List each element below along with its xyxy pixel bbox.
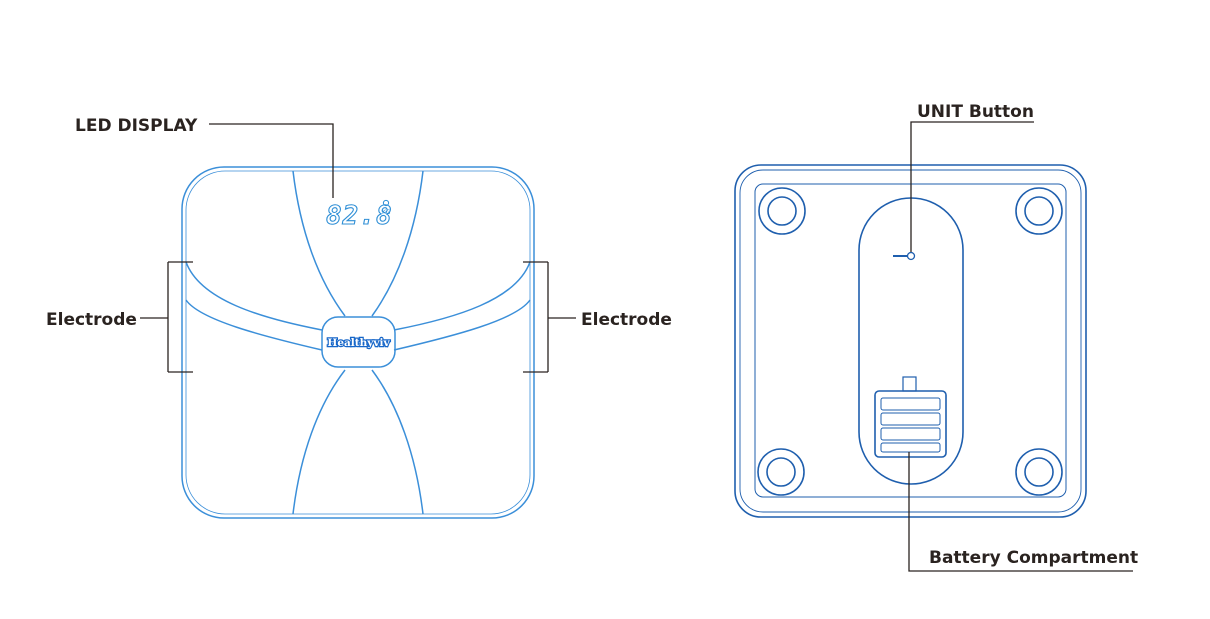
led-display-leader — [209, 123, 334, 198]
battery-cover[interactable] — [874, 390, 947, 458]
unit-button-label: UNIT Button — [917, 102, 1034, 122]
scale-front-view: Healthyviv 82.8 KG — [181, 166, 535, 519]
brand-badge — [321, 316, 396, 368]
callouts-front: LED DISPLAY Electrode Electrode — [46, 116, 672, 373]
battery-compartment-leader — [908, 452, 1133, 572]
unit-button-leader — [910, 121, 1034, 252]
battery-slot-1 — [880, 397, 941, 411]
electrode-right-band — [393, 261, 531, 351]
unit-button[interactable] — [893, 251, 916, 261]
scale-front-outline — [181, 166, 535, 519]
led-display-label: LED DISPLAY — [75, 116, 198, 136]
battery-slot-2 — [880, 412, 941, 426]
foot-bottom-left — [757, 448, 805, 496]
led-unit: KG — [382, 209, 391, 216]
brand-logo: Healthyviv — [327, 337, 390, 349]
foot-top-right — [1015, 187, 1063, 235]
battery-compartment[interactable] — [874, 376, 947, 458]
foot-top-left — [758, 187, 806, 235]
electrode-right-label: Electrode — [581, 310, 672, 330]
electrode-right-bracket — [523, 261, 576, 373]
battery-compartment-label: Battery Compartment — [929, 548, 1138, 568]
led-reading: 82.8 — [326, 201, 393, 231]
led-person-icon — [382, 199, 390, 207]
scale-front-inner-outline — [185, 170, 531, 515]
electrode-left-bracket — [140, 261, 193, 373]
battery-slot-3 — [880, 427, 941, 441]
electrode-left-band — [185, 261, 323, 351]
hourglass-outline — [292, 170, 424, 515]
battery-slot-4 — [880, 442, 941, 453]
foot-bottom-right — [1015, 448, 1063, 496]
callouts-back: UNIT Button Battery Compartment — [908, 102, 1138, 572]
battery-latch[interactable] — [902, 376, 917, 392]
electrode-left-label: Electrode — [46, 310, 137, 330]
